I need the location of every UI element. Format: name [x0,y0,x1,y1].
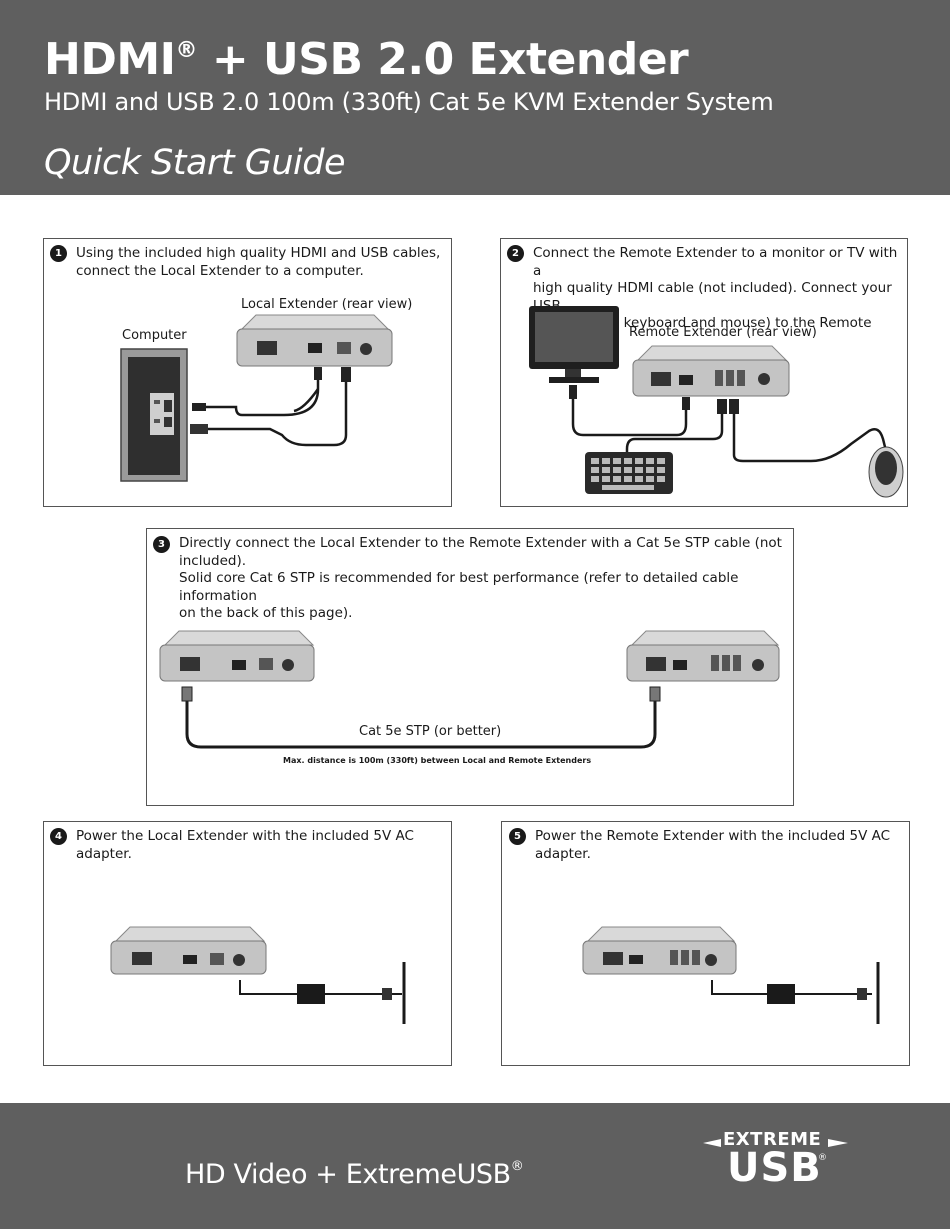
keyboard-icon [585,452,673,494]
usb-plug-icon [190,424,208,434]
step-4-text: Power the Local Extender with the includ… [76,828,414,862]
distance-note: Max. distance is 100m (330ft) between Lo… [283,756,592,765]
step-2-number: 2 [507,245,524,262]
guide-title: Quick Start Guide [44,143,346,183]
usb-plug-icon [341,367,351,382]
power-adapter-icon [767,984,795,1004]
local-extender-device [159,630,315,682]
step-2-diagram [529,306,904,498]
power-adapter-icon [297,984,325,1004]
local-extender-device [236,314,393,367]
step-3-panel: 3 Directly connect the Local Extender to… [146,528,794,806]
registered-mark: ® [818,1153,827,1163]
rj45-plug-icon [649,686,661,702]
remote-extender-label: Remote Extender (rear view) [629,325,817,340]
step-4-number: 4 [50,828,67,845]
step-3-text: Directly connect the Local Extender to t… [179,535,782,621]
step-5-text: Power the Remote Extender with the inclu… [535,828,891,862]
page-subtitle: HDMI and USB 2.0 100m (330ft) Cat 5e KVM… [44,88,774,116]
cat5e-cable [185,699,657,749]
footer-tagline: HD Video + ExtremeUSB® [185,1159,524,1190]
step-4-panel: 4 Power the Local Extender with the incl… [43,821,452,1066]
step-1-panel: 1 Using the included high quality HDMI a… [43,238,452,507]
step-4-diagram [110,926,406,1024]
hdmi-plug-icon [192,403,206,411]
logo-text-top: EXTREME [723,1129,822,1150]
computer-icon [120,348,188,482]
remote-extender-device [582,926,737,975]
step-3-diagram [159,630,780,749]
rj45-plug-icon [181,686,193,702]
step-1-cables [204,373,348,447]
usb-plug-icon [717,399,727,414]
footer-band: HD Video + ExtremeUSB® EXTREME USB ® [0,1103,950,1229]
step-2-cables [571,389,887,463]
power-plug-icon [382,988,392,1000]
step-2-panel: 2 Connect the Remote Extender to a monit… [500,238,908,507]
local-extender-device [110,926,267,975]
cable-label: Cat 5e STP (or better) [359,724,502,739]
monitor-icon [529,306,619,383]
logo-text-bottom: USB [727,1145,822,1191]
computer-label: Computer [122,328,187,343]
registered-mark: ® [510,1159,524,1174]
step-3-number: 3 [153,536,170,553]
step-1-diagram [120,314,393,482]
hdmi-plug-icon [314,367,322,380]
logo-swoosh-icon [703,1139,848,1147]
local-extender-label: Local Extender (rear view) [241,297,413,312]
step-5-number: 5 [509,828,526,845]
page-title: HDMI® + USB 2.0 Extender [44,34,689,85]
step-1-number: 1 [50,245,67,262]
extremeusb-logo: EXTREME USB ® [703,1127,848,1197]
usb-plug-icon [729,399,739,414]
step-1-text: Using the included high quality HDMI and… [76,245,441,279]
header-band: HDMI® + USB 2.0 Extender HDMI and USB 2.… [0,0,950,195]
hdmi-plug-icon [682,397,690,410]
registered-mark: ® [175,38,198,63]
remote-extender-device [626,630,780,682]
mouse-icon [868,446,904,498]
step-5-panel: 5 Power the Remote Extender with the inc… [501,821,910,1066]
remote-extender-device [632,345,790,397]
power-plug-icon [857,988,867,1000]
step-5-diagram [582,926,880,1024]
hdmi-plug-icon [569,385,577,399]
